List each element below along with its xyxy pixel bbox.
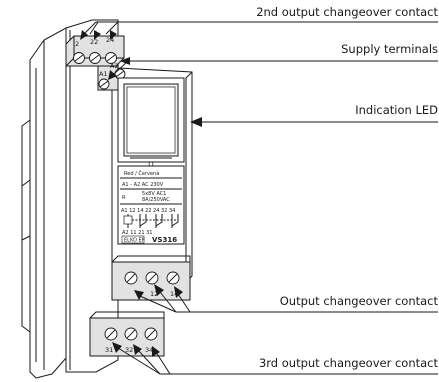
- panel-color-label: Red / Červená: [124, 170, 159, 177]
- panel-schematic: [123, 214, 179, 228]
- supply-terminal-block: A2 A1: [97, 62, 126, 91]
- bottom-terminal-block: 31 32 34: [89, 311, 165, 357]
- panel-voltage: A1 - A2 AC 230V: [122, 182, 164, 188]
- panel-terminal-line-2: A2 11 21 31: [122, 230, 152, 236]
- terminal-label-bot-2: 32: [125, 346, 133, 354]
- terminal-label-bot-1: 31: [105, 346, 113, 354]
- callout-label-supply: Supply terminals: [341, 42, 438, 56]
- callout-supply: Supply terminals: [108, 42, 438, 80]
- callout-output1: Output changeover contact: [134, 284, 439, 313]
- panel-brand: ELKO EP: [124, 238, 145, 244]
- terminal-label-mid-2: 14: [170, 290, 178, 298]
- callout-output2: 2nd output changeover contact: [80, 5, 438, 40]
- panel-model: VS316: [152, 236, 177, 244]
- panel-rating-2: 8A/250VAC: [142, 197, 170, 203]
- callout-led: Indication LED: [190, 103, 438, 127]
- callout-label-output2: 2nd output changeover contact: [256, 5, 438, 19]
- callout-output3: 3rd output changeover contact: [112, 342, 439, 375]
- front-label-panel: Red / Červená A1 - A2 AC 230V R 5x8V AC1…: [117, 165, 185, 245]
- terminal-label-top-2: 22: [90, 38, 98, 46]
- terminal-label-top-1: 2: [75, 40, 79, 48]
- panel-rating-1: 5x8V AC1: [142, 191, 166, 197]
- terminal-label-top-3: 24: [106, 36, 114, 44]
- top-terminal-block: 2 22 24: [65, 35, 125, 67]
- relay-side-housing: [21, 27, 67, 379]
- led-indicator-icon: [148, 161, 154, 167]
- terminal-label-mid-1: 12: [150, 290, 158, 298]
- panel-terminal-line: A1 12 14 22 24 32 34: [121, 208, 175, 214]
- callout-label-output3: 3rd output changeover contact: [259, 356, 439, 370]
- terminal-label-a1: A1: [99, 70, 108, 78]
- terminal-label-bot-3: 34: [145, 346, 153, 354]
- output-terminal-block: 12 14: [111, 255, 191, 301]
- callout-label-output1: Output changeover contact: [280, 294, 439, 308]
- terminal-label-a2: A2: [110, 62, 119, 70]
- led-window: [117, 77, 185, 167]
- panel-rating-r: R: [122, 195, 126, 201]
- brand-logo: [121, 235, 145, 244]
- callout-label-led: Indication LED: [355, 103, 438, 117]
